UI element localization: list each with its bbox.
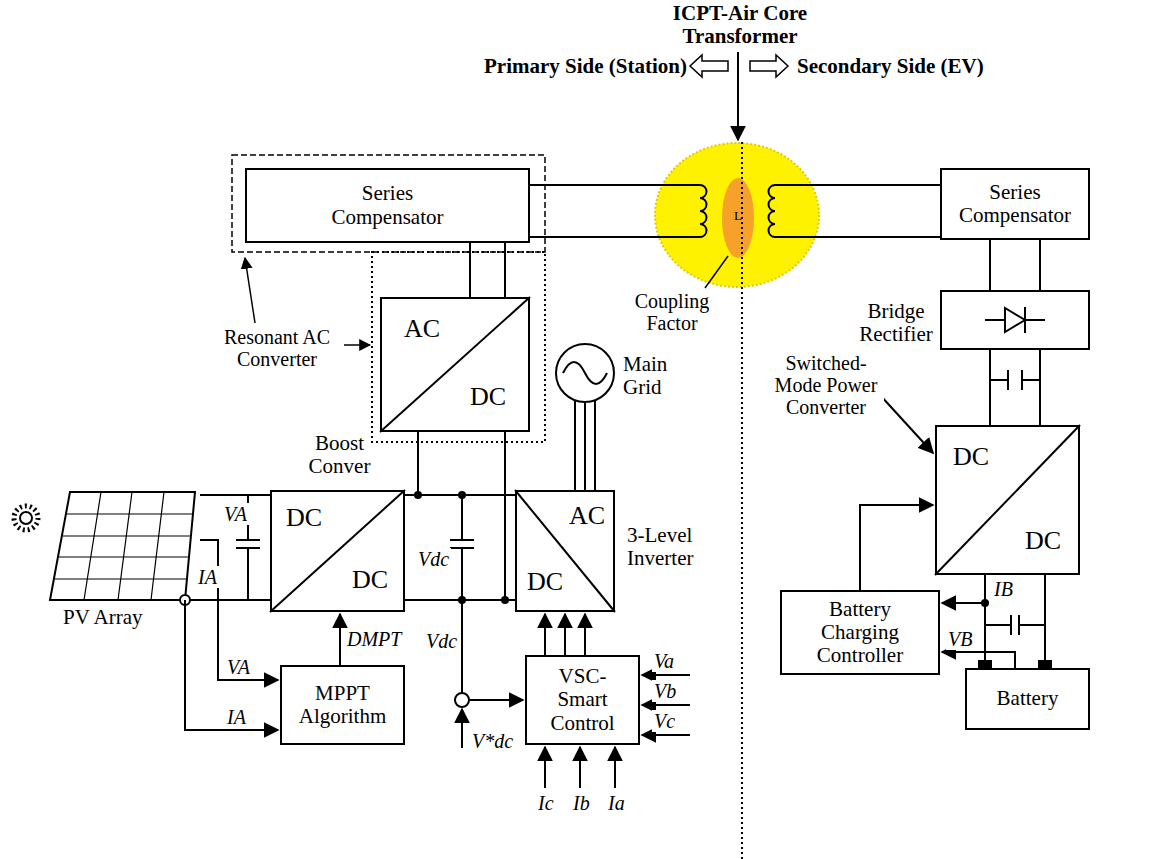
node-text: AC: [569, 502, 605, 531]
block-box: ACDC3-Level Inverter: [515, 490, 615, 612]
signal-name: DMPT: [345, 628, 403, 650]
annotation-label: L: [732, 209, 744, 223]
signal-name: Vc: [652, 710, 677, 732]
node-text: DC: [527, 568, 563, 597]
node-text: DC: [1025, 527, 1061, 556]
wire-connector: [469, 243, 471, 297]
signal-name: Ia: [606, 792, 627, 814]
annotation-label: Resonant AC Converter: [210, 326, 344, 370]
wire-connector: [942, 652, 1015, 668]
signal-name: VA: [222, 503, 249, 525]
node-text: AC: [404, 315, 440, 344]
signal-name: Ib: [571, 792, 592, 814]
wire-connector: [339, 614, 341, 665]
signal-name: VB: [946, 628, 974, 650]
wire-connector: [200, 494, 270, 496]
block-box: DC DC: [935, 425, 1080, 575]
wire-connector: [505, 432, 515, 600]
node-text: Series Compensator: [308, 182, 468, 228]
block-box: MPPT Algorithm: [280, 665, 405, 745]
wire-connector: [860, 505, 933, 590]
wire-connector: [584, 403, 586, 490]
node-text: Boost Conver: [297, 432, 382, 478]
node-text: Battery Charging Controller: [800, 598, 920, 667]
signal-name: VA: [225, 656, 252, 678]
wire-connector: [185, 600, 278, 730]
node-text: Main Grid: [623, 353, 683, 399]
wire-connector: [405, 494, 515, 496]
signal-name: Vdc: [416, 548, 451, 570]
block-box: Series Compensator: [940, 168, 1090, 240]
signal-name: IA: [225, 706, 248, 728]
signal-name: IA: [196, 566, 219, 588]
node-text: PV Array: [63, 606, 183, 629]
annotation-label: ICPT-Air Core Transformer: [663, 2, 817, 48]
block-box: Boost ConverDCDC: [270, 490, 405, 612]
wire-connector: [405, 432, 418, 495]
node-text: Bridge Rectifier: [854, 300, 938, 346]
node-text: DC: [953, 443, 989, 472]
node-text: Battery: [997, 687, 1059, 710]
block-box: VSC-Smart Control: [525, 655, 640, 745]
block-box: Battery: [965, 668, 1090, 730]
node-text: DC: [286, 504, 322, 533]
annotation-label: Coupling Factor: [625, 290, 719, 334]
annotation-label: Primary Side (Station): [430, 55, 689, 78]
signal-name: IB: [992, 578, 1015, 600]
signal-name: V*dc: [470, 730, 515, 752]
block-box: Battery Charging Controller: [780, 590, 940, 675]
wire-connector: [989, 240, 991, 290]
wire-connector: [942, 575, 985, 603]
annotation-label: Secondary Side (EV): [795, 55, 986, 78]
pv-array: PV Array: [45, 488, 200, 600]
node-text: DC: [352, 566, 388, 595]
wire-connector: [1044, 575, 1046, 668]
signal-name: Vb: [652, 680, 678, 702]
wire-connector: [544, 614, 546, 655]
grid-source-circle: Main Grid: [555, 343, 615, 403]
block-box: Series Compensator: [245, 168, 530, 243]
signal-name: Va: [652, 650, 676, 672]
node-text: DC: [470, 383, 506, 412]
wire-connector: [200, 540, 278, 680]
node-text: 3-Level Inverter: [627, 524, 712, 570]
node-text: VSC-Smart Control: [538, 665, 628, 734]
signal-name: Vdc: [424, 630, 459, 652]
node-text: Series Compensator: [950, 181, 1080, 227]
annotation-label: Switched-Mode Power Converter: [768, 352, 884, 418]
signal-name: Ic: [536, 792, 556, 814]
block-box: Bridge Rectifier: [940, 290, 1090, 350]
node-text: MPPT Algorithm: [293, 682, 393, 728]
block-box: AC DC: [380, 297, 530, 432]
wire-connector: [989, 350, 991, 425]
